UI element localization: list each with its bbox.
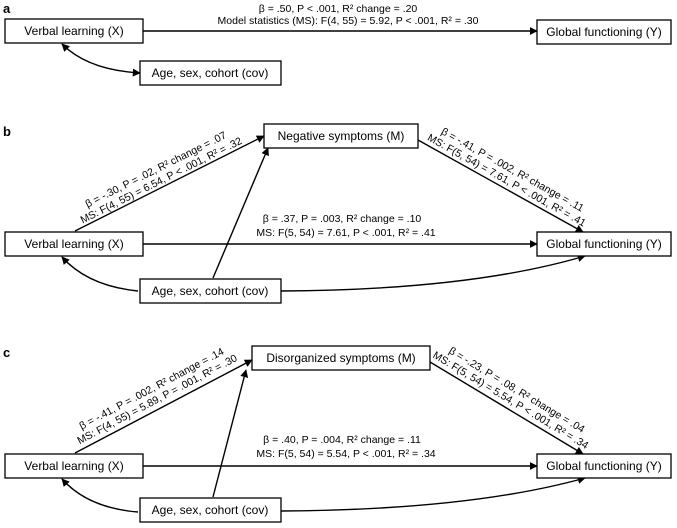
panel-b-path-a-stat-1: β = -.30, P = .02, R² change = .07 [84, 129, 229, 210]
panel-a-verbal-learning-box [4, 18, 144, 44]
panel-c-path-b-stat-1: β = -.23, P = .08, R² change = .04 [447, 345, 587, 436]
panel-b: b Verbal learning (X) Global functioning… [3, 123, 672, 304]
panel-c: c Verbal learning (X) Global functioning… [3, 345, 672, 523]
panel-b-path-b-stat-2: MS: F(5, 54) = 7.61, P < .001, R² = .41 [425, 132, 588, 230]
panel-c-path-b [429, 361, 584, 455]
panel-c-verbal-learning-label: Verbal learning (X) [24, 459, 123, 473]
panel-b-path-b-stat-1: β = -.41, P = .002, R² change = .11 [439, 126, 586, 215]
panel-b-covariates-box [139, 278, 282, 304]
panel-b-path-a-stat-2: MS: F(4, 55) = 6.54, P < .001, R² = .32 [79, 135, 245, 226]
panel-a-letter: a [3, 1, 11, 16]
panel-b-letter: b [3, 124, 11, 139]
panel-b-covariate-to-mediator [212, 147, 269, 279]
panel-c-covariates-label: Age, sex, cohort (cov) [152, 503, 269, 517]
panel-b-direct-stat-1: β = .37, P = .003, R² change = .10 [263, 213, 422, 225]
panel-a-direct-stat-1: β = .50, P < .001, R² change = .20 [259, 3, 418, 15]
panel-b-direct-stat-2: MS: F(5, 54) = 7.61, P < .001, R² = .41 [256, 227, 435, 239]
panel-c-covariate-to-mediator [212, 369, 249, 498]
panel-c-direct-stat-2: MS: F(5, 54) = 5.54, P < .001, R² = .34 [256, 448, 435, 460]
panel-c-disorganized-symptoms-label: Disorganized symptoms (M) [266, 351, 415, 365]
panel-c-verbal-learning-box [4, 453, 144, 479]
panel-b-verbal-learning-label: Verbal learning (X) [24, 237, 123, 251]
panel-b-covariate-link-right [280, 254, 586, 292]
panel-b-verbal-learning-box [4, 231, 144, 257]
panel-c-path-a-stat-1: β = -.41, P = .002, R² change = .14 [77, 346, 226, 433]
panel-b-negative-symptoms-box [263, 123, 419, 149]
panel-b-global-functioning-label: Global functioning (Y) [546, 237, 661, 251]
panel-b-covariate-link-left [61, 256, 139, 292]
panel-b-global-functioning-box [536, 231, 672, 257]
panel-c-letter: c [3, 345, 10, 360]
panel-a: a Verbal learning (X) Global functioning… [3, 1, 672, 86]
panel-b-covariates-label: Age, sex, cohort (cov) [152, 284, 269, 298]
panel-c-global-functioning-label: Global functioning (Y) [546, 459, 661, 473]
panel-c-covariate-link-right [280, 476, 586, 512]
panel-a-covariates-box [139, 60, 282, 86]
panel-b-negative-symptoms-label: Negative symptoms (M) [278, 129, 405, 143]
panel-a-verbal-learning-label: Verbal learning (X) [24, 24, 123, 38]
panel-a-global-functioning-box [536, 19, 672, 45]
panel-c-disorganized-symptoms-box [251, 345, 431, 371]
panel-b-path-b [417, 139, 584, 233]
panel-c-global-functioning-box [536, 453, 672, 479]
panel-c-path-a-stat-2: MS: F(4, 55) = 5.89, P = .001, R² = .30 [75, 352, 239, 447]
panel-b-path-a [74, 135, 265, 232]
panel-a-direct-stat-2: Model statistics (MS): F(4, 55) = 5.92, … [218, 15, 479, 27]
panel-c-path-b-stat-2: MS: F(5, 54) = 5.54, P < .001, R² = .34 [431, 349, 591, 452]
panel-a-global-functioning-label: Global functioning (Y) [546, 25, 661, 39]
panel-a-covariates-label: Age, sex, cohort (cov) [152, 66, 269, 80]
panel-c-covariate-link-left [61, 478, 139, 513]
panel-c-direct-stat-1: β = .40, P = .004, R² change = .11 [263, 434, 421, 446]
panel-c-covariates-box [139, 497, 282, 523]
panel-c-path-a [74, 359, 253, 454]
panel-a-covariate-link [61, 43, 141, 77]
